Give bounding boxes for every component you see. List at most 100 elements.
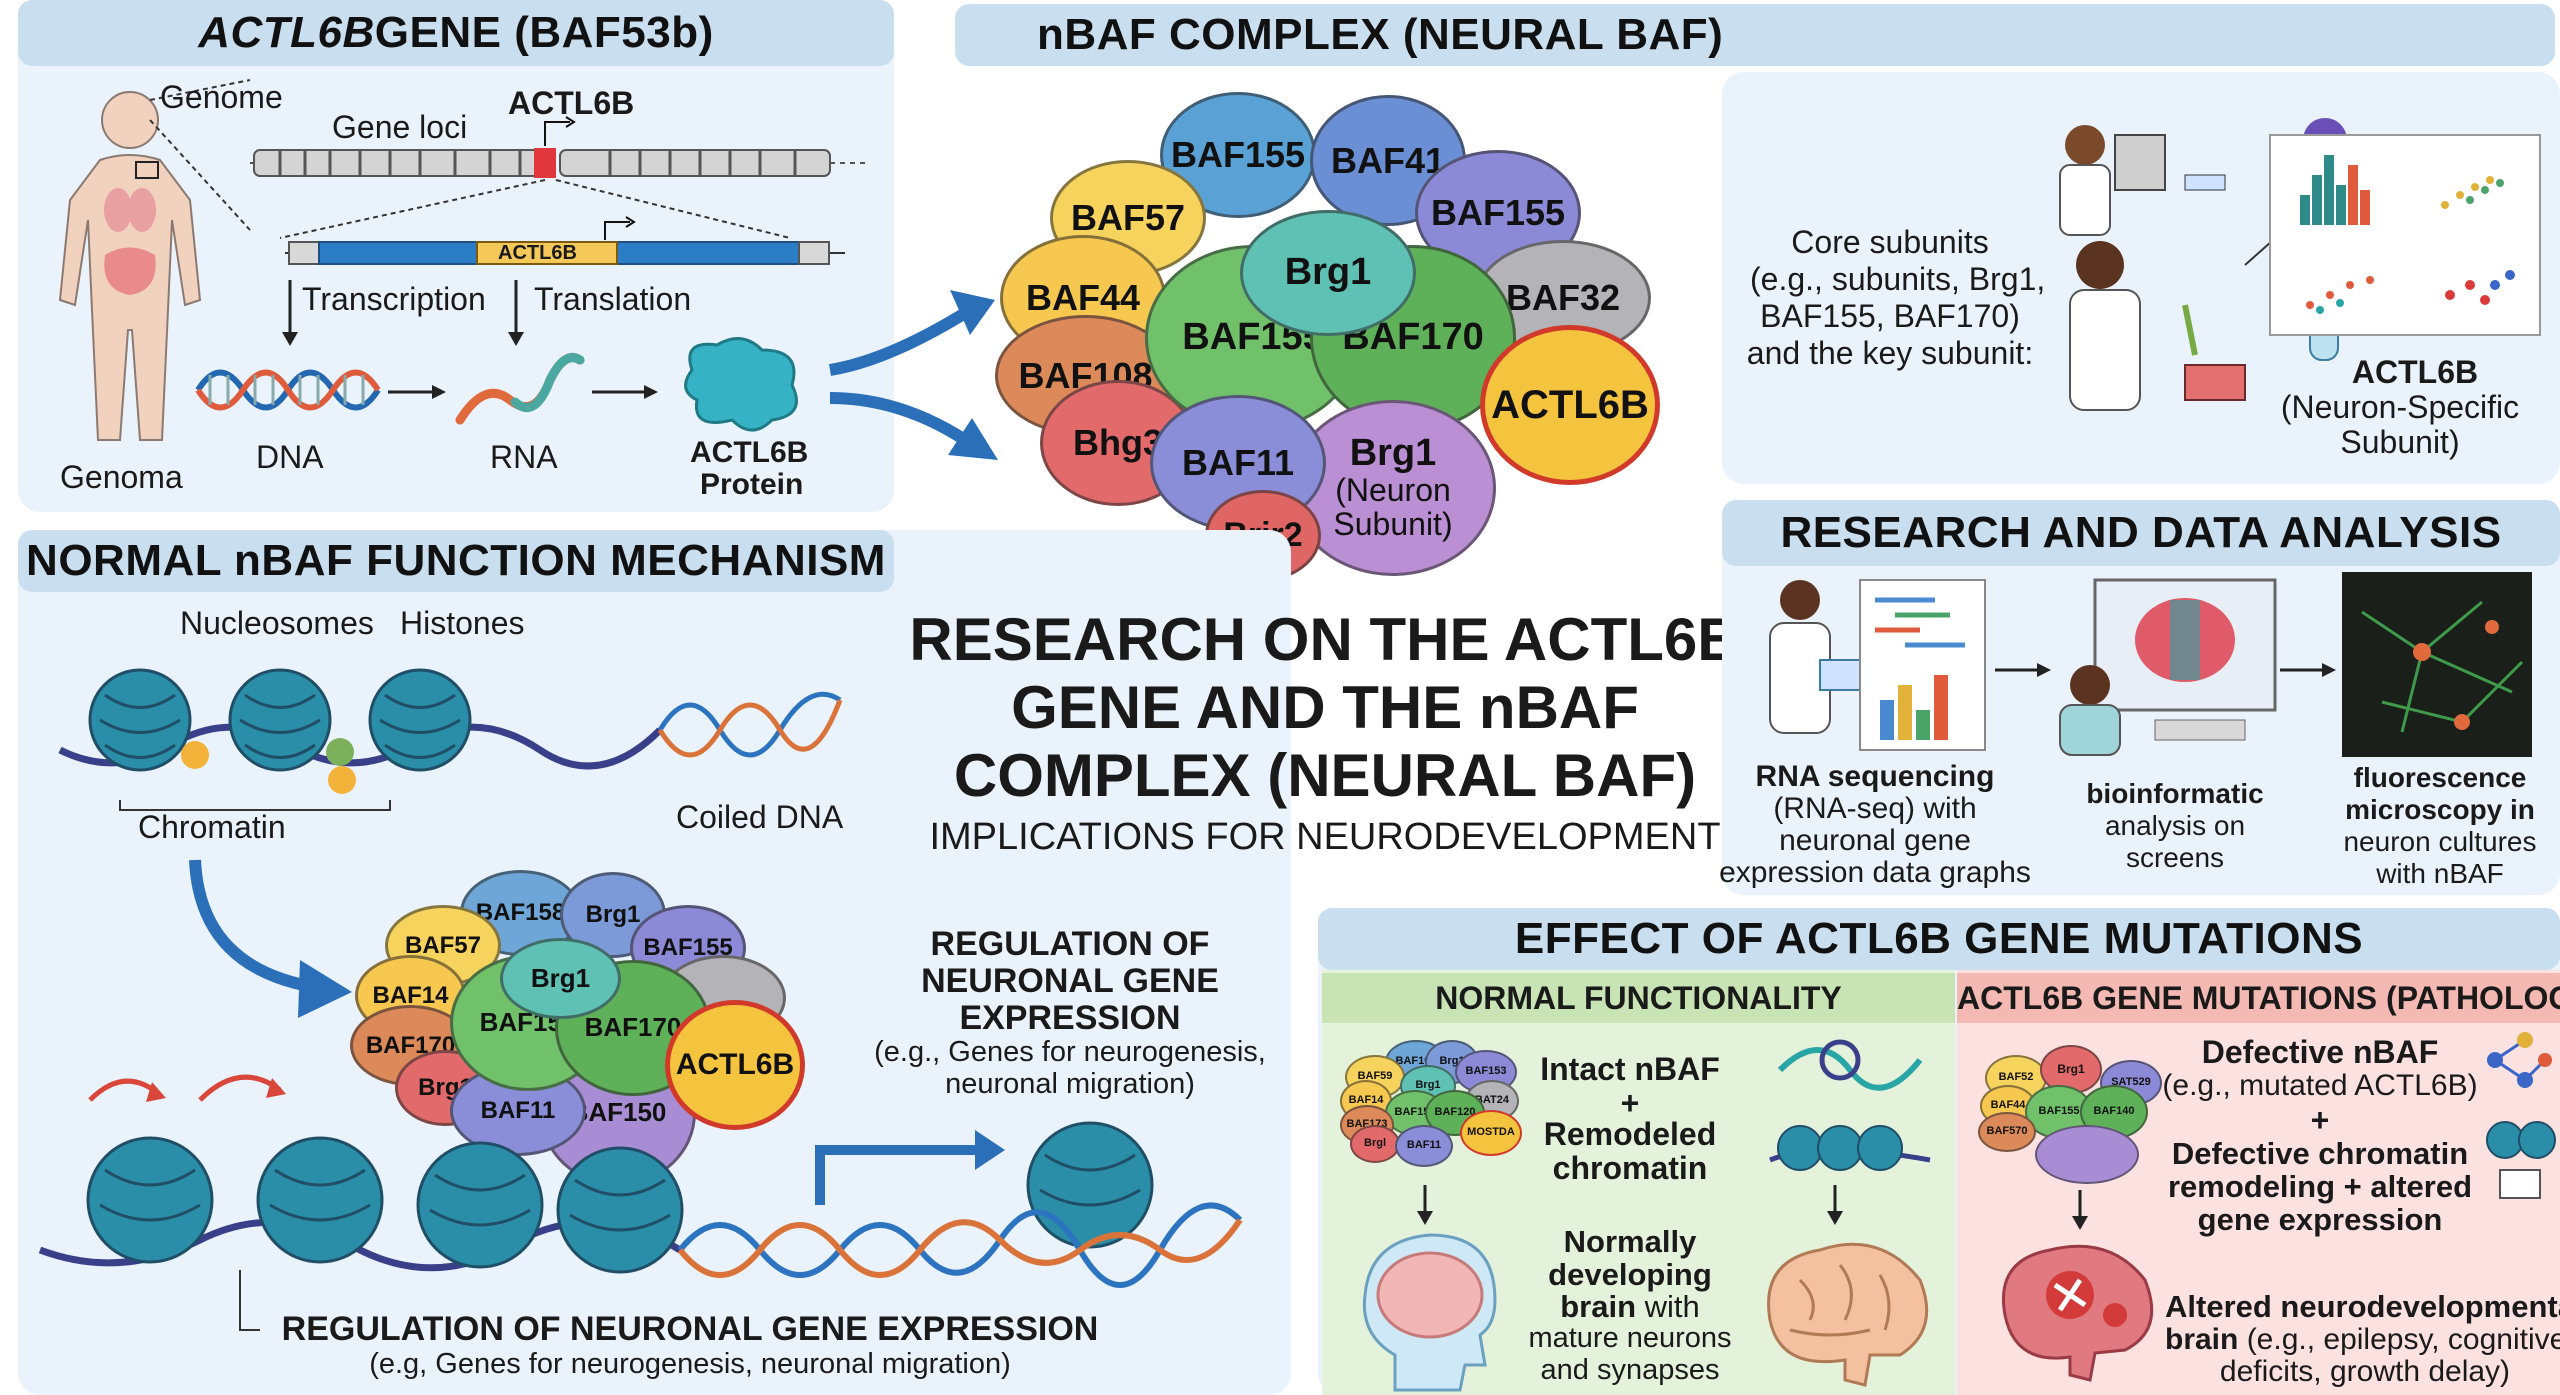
- subunit-label: BAF59: [1357, 1070, 1393, 1083]
- altered-brain-2-bold: brain: [2165, 1323, 2239, 1356]
- subunit-label: (Neuron: [1335, 472, 1451, 509]
- intact-nbaf-label: Intact nBAF: [1540, 1051, 1720, 1087]
- rna-icon: [455, 353, 585, 425]
- rna-seq-label-2: (RNA-seq) with: [1773, 792, 1977, 825]
- altered-brain-1: Altered neurodevelopmental: [2165, 1289, 2560, 1324]
- complex-panel-title: nBAF COMPLEX (NEURAL BAF): [1037, 10, 1724, 59]
- subunit-label: Bhg3: [1073, 422, 1163, 464]
- mech-brg1-b: Brg1: [500, 938, 621, 1019]
- scientist-icon: [2059, 118, 2347, 411]
- mechanism-title: NORMAL nBAF FUNCTION MECHANISM: [26, 536, 886, 585]
- normal-brain-3-bold: brain: [1560, 1289, 1637, 1324]
- plus-label-2: +: [2310, 1102, 2330, 1138]
- subunit-label: BAF41: [1330, 139, 1446, 181]
- subunit-label: BAF14: [1348, 1094, 1384, 1107]
- data-plots: [2269, 134, 2541, 336]
- rna-seq-icon: [1769, 579, 1986, 751]
- rna-seq-label-3: neuronal gene: [1779, 824, 1971, 857]
- defective-nbaf: Defective nBAF: [2201, 1034, 2439, 1070]
- subunit-label: Brg1: [530, 962, 591, 993]
- subunit-label: BAF140: [2093, 1105, 2135, 1118]
- microscopy-label-4: with nBAF: [2376, 858, 2504, 889]
- normal-brain-2: developing: [1548, 1257, 1712, 1292]
- subunit-label: BAF155: [2038, 1105, 2080, 1118]
- transcription-label: Transcription: [302, 281, 486, 317]
- gene-panel-title-italic: ACTL6B: [198, 8, 375, 57]
- rna-seq-label-1: RNA sequencing: [1755, 760, 1995, 793]
- subunit-label: BAF120: [1434, 1106, 1476, 1119]
- subunit-label: BAF153: [1465, 1065, 1507, 1078]
- rna-label: RNA: [490, 439, 558, 475]
- mechanism-panel-header: NORMAL nBAF FUNCTION MECHANISM: [18, 530, 894, 592]
- regulation-sub-1: (e.g., Genes for neurogenesis,: [874, 1036, 1266, 1068]
- subunit-label: BAF11: [480, 1096, 556, 1124]
- subunit-label: SAT529: [2111, 1076, 2151, 1089]
- molecule-icon: [2486, 1032, 2556, 1199]
- subunit-label: Subunit): [1333, 505, 1453, 542]
- bioinformatics-label-3: screens: [2125, 842, 2225, 873]
- core-text-4: and the key subunit:: [1746, 335, 2034, 371]
- mini-patho-g: BAF570: [1978, 1112, 2036, 1152]
- arrow-icon: [388, 385, 446, 399]
- subunit-actl6b: ACTL6B: [1480, 325, 1660, 485]
- core-text-3: BAF155, BAF170): [1760, 298, 2020, 334]
- normal-chromatin-icon: [1769, 1039, 1931, 1171]
- subunit-label: BAF57: [1070, 197, 1186, 239]
- complex-panel-header: nBAF COMPLEX (NEURAL BAF): [955, 4, 2555, 66]
- altered-brain-2-rest: (e.g., epilepsy, cognitive: [2238, 1323, 2560, 1356]
- subunit-label: BAF32: [1505, 277, 1621, 319]
- human-body-icon: [58, 91, 202, 441]
- altered-brain-2: brain (e.g., epilepsy, cognitive: [2165, 1323, 2560, 1357]
- mini-normal-m: BAF11: [1395, 1125, 1453, 1167]
- coiled-dna-label: Coiled DNA: [676, 799, 844, 835]
- regulation-title-3: EXPRESSION: [959, 999, 1181, 1037]
- histones-label: Histones: [400, 605, 525, 641]
- subunit-brg1-center: Brg1: [1240, 210, 1416, 336]
- plus-label: +: [1620, 1085, 1640, 1121]
- microscopy-label-3: neuron cultures: [2343, 826, 2537, 857]
- research-title: RESEARCH AND DATA ANALYSIS: [1780, 508, 2502, 557]
- core-neuron-1: (Neuron-Specific: [2280, 389, 2520, 425]
- subunit-label: Brg1: [1349, 432, 1437, 475]
- altered-brain-3: deficits, growth delay): [2219, 1355, 2511, 1388]
- subunit-label: MOSTDA: [1467, 1126, 1515, 1139]
- chromatin-label-2: chromatin: [1552, 1150, 1708, 1186]
- subunit-label: BAF44: [1025, 277, 1141, 319]
- subunit-label: BAF14: [372, 981, 449, 1009]
- arrow-icon: [592, 385, 658, 399]
- subunit-label: BAF170: [584, 1012, 682, 1043]
- blue-arrows: [828, 290, 998, 460]
- down-arrow: [2072, 1190, 2088, 1230]
- subunit-label: BAF155: [1170, 134, 1306, 176]
- bottom-regulation-title: REGULATION OF NEURONAL GENE EXPRESSION: [281, 1310, 1099, 1348]
- defective-remodeling: remodeling + altered: [2167, 1169, 2473, 1204]
- main-subtitle: IMPLICATIONS FOR NEURODEVELOPMENT: [929, 816, 1721, 858]
- mutation-panel-header: EFFECT OF ACTL6B GENE MUTATIONS: [1318, 908, 2560, 970]
- rna-seq-label-4: expression data graphs: [1719, 856, 2031, 889]
- subunit-label: BAF44: [1990, 1099, 2026, 1112]
- pathology-section-title: ACTL6B GENE MUTATIONS (PATHOLOGY): [1957, 973, 2560, 1023]
- subunit-label: ACTL6B: [1491, 383, 1649, 427]
- genoma-label: Genoma: [60, 459, 183, 495]
- genome-label: Genome: [160, 79, 283, 115]
- dna-icon: [195, 369, 381, 411]
- normal-brain-3: brain with: [1520, 1289, 1740, 1325]
- subunit-label: BAT24: [1474, 1094, 1510, 1107]
- arrow-icon: [2280, 663, 2336, 677]
- subunit-label: Brg1: [1284, 251, 1372, 294]
- subunit-label: Brg1: [2057, 1062, 2085, 1077]
- curved-blue-arrow: [189, 859, 352, 1018]
- remodeled-label: Remodeled: [1543, 1116, 1717, 1152]
- transcription-arrows: [282, 280, 524, 346]
- protein-icon: [684, 337, 798, 432]
- bioinformatics-label-2: analysis on: [2104, 810, 2246, 841]
- subunit-label: Brg1: [585, 901, 641, 929]
- brain-head-icon: [1362, 1233, 1497, 1392]
- regulation-sub-2: neuronal migration): [945, 1068, 1195, 1100]
- mini-normal-l: Brgl: [1350, 1125, 1400, 1163]
- defective-chromatin: Defective chromatin: [2171, 1136, 2469, 1171]
- core-text-2: (e.g., subunits, Brg1,: [1750, 261, 2046, 297]
- damaged-brain-icon: [2002, 1244, 2154, 1382]
- bioinformatics-label-1: bioinformatic: [2086, 778, 2264, 809]
- gene-panel-header: ACTL6B GENE (BAF53b): [18, 0, 894, 66]
